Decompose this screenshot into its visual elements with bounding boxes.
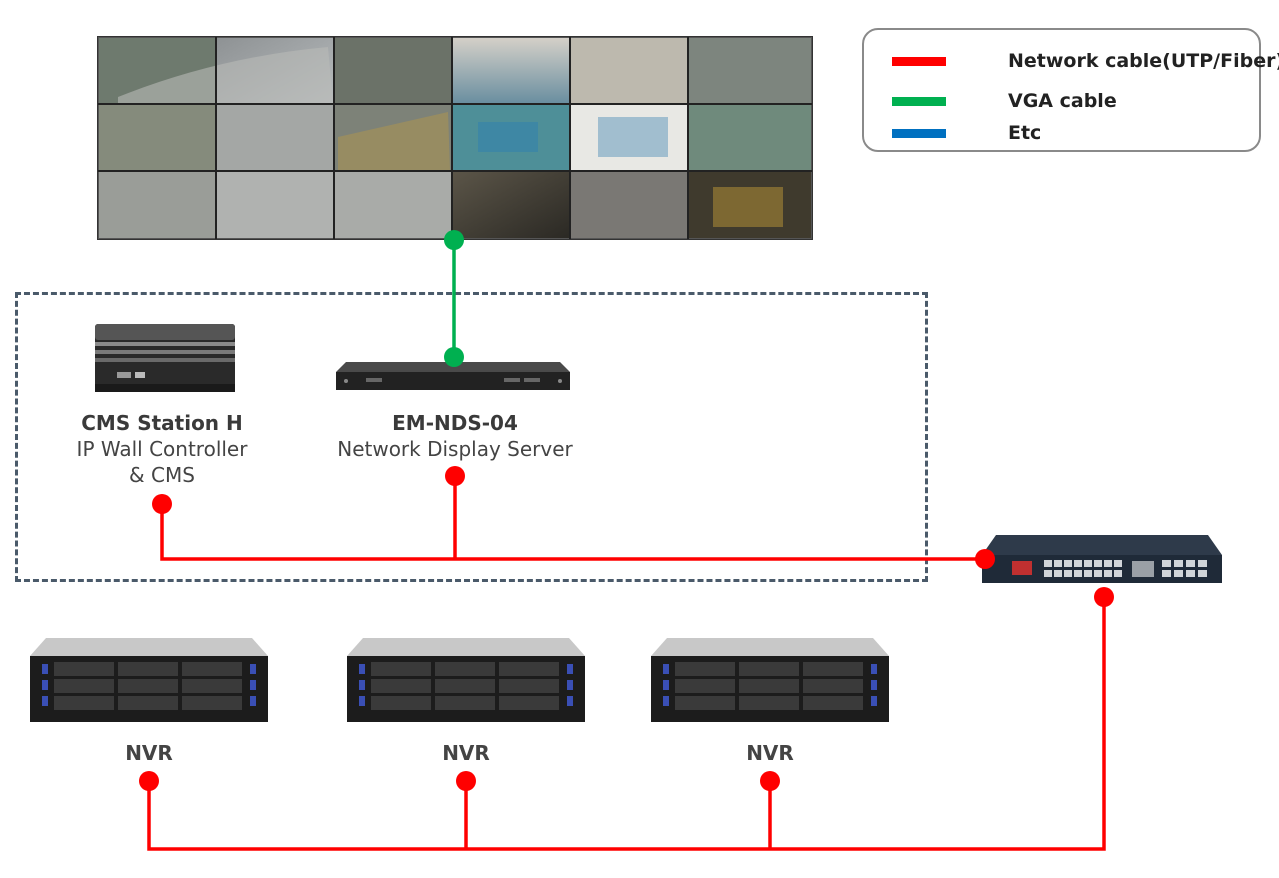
nvr-device-3 <box>651 636 889 724</box>
nvr-label-3: NVR <box>746 741 794 765</box>
nvr-label-1: NVR <box>125 741 173 765</box>
legend-label-etc: Etc <box>1008 122 1042 144</box>
vga-connector-wall <box>444 230 464 250</box>
vga-connector-nds <box>444 347 464 367</box>
cms-station-desc-2: & CMS <box>129 463 195 487</box>
cms-station-icon <box>95 324 235 392</box>
nds-label: EM-NDS-04 Network Display Server <box>337 410 573 462</box>
network-cable-cms <box>160 504 985 561</box>
cms-station-label: CMS Station H IP Wall Controller & CMS <box>77 410 248 488</box>
video-wall <box>97 36 813 240</box>
nds-name: EM-NDS-04 <box>392 411 518 435</box>
network-connector-switch-left <box>975 549 995 569</box>
legend-label-vga: VGA cable <box>1008 90 1117 112</box>
nvr-device-2 <box>347 636 585 724</box>
legend-swatch-etc <box>892 128 946 138</box>
nvr-icon-3 <box>651 638 889 722</box>
cms-station-desc-1: IP Wall Controller <box>76 437 248 461</box>
nds-icon <box>336 362 570 390</box>
network-switch-icon <box>982 535 1222 583</box>
network-connector-nvr-1 <box>139 771 159 791</box>
network-connector-nvr-3 <box>760 771 780 791</box>
legend: Network cable(UTP/Fiber) VGA cable Etc <box>862 28 1279 152</box>
nvr-icon-1 <box>30 638 268 722</box>
control-room-group <box>15 292 928 582</box>
nvr-device-1 <box>30 636 268 724</box>
nvr-icon-2 <box>347 638 585 722</box>
nvr-label-2: NVR <box>442 741 490 765</box>
network-connector-switch-bottom <box>1094 587 1114 607</box>
network-switch <box>982 533 1222 585</box>
nds-device <box>336 360 570 392</box>
network-cable-nvr-bus <box>147 598 1106 851</box>
legend-label-network: Network cable(UTP/Fiber) <box>1008 50 1279 72</box>
cms-station-device <box>93 322 237 394</box>
nds-desc: Network Display Server <box>337 437 573 461</box>
legend-swatch-vga <box>892 96 946 106</box>
network-connector-cms <box>152 494 172 514</box>
cms-station-name: CMS Station H <box>81 411 243 435</box>
legend-item-network: Network cable(UTP/Fiber) <box>892 46 1279 76</box>
network-connector-nds <box>445 466 465 486</box>
legend-swatch-network <box>892 56 946 66</box>
video-wall-screens <box>98 37 812 239</box>
legend-item-etc: Etc <box>892 118 1041 148</box>
network-connector-nvr-2 <box>456 771 476 791</box>
legend-item-vga: VGA cable <box>892 86 1117 116</box>
